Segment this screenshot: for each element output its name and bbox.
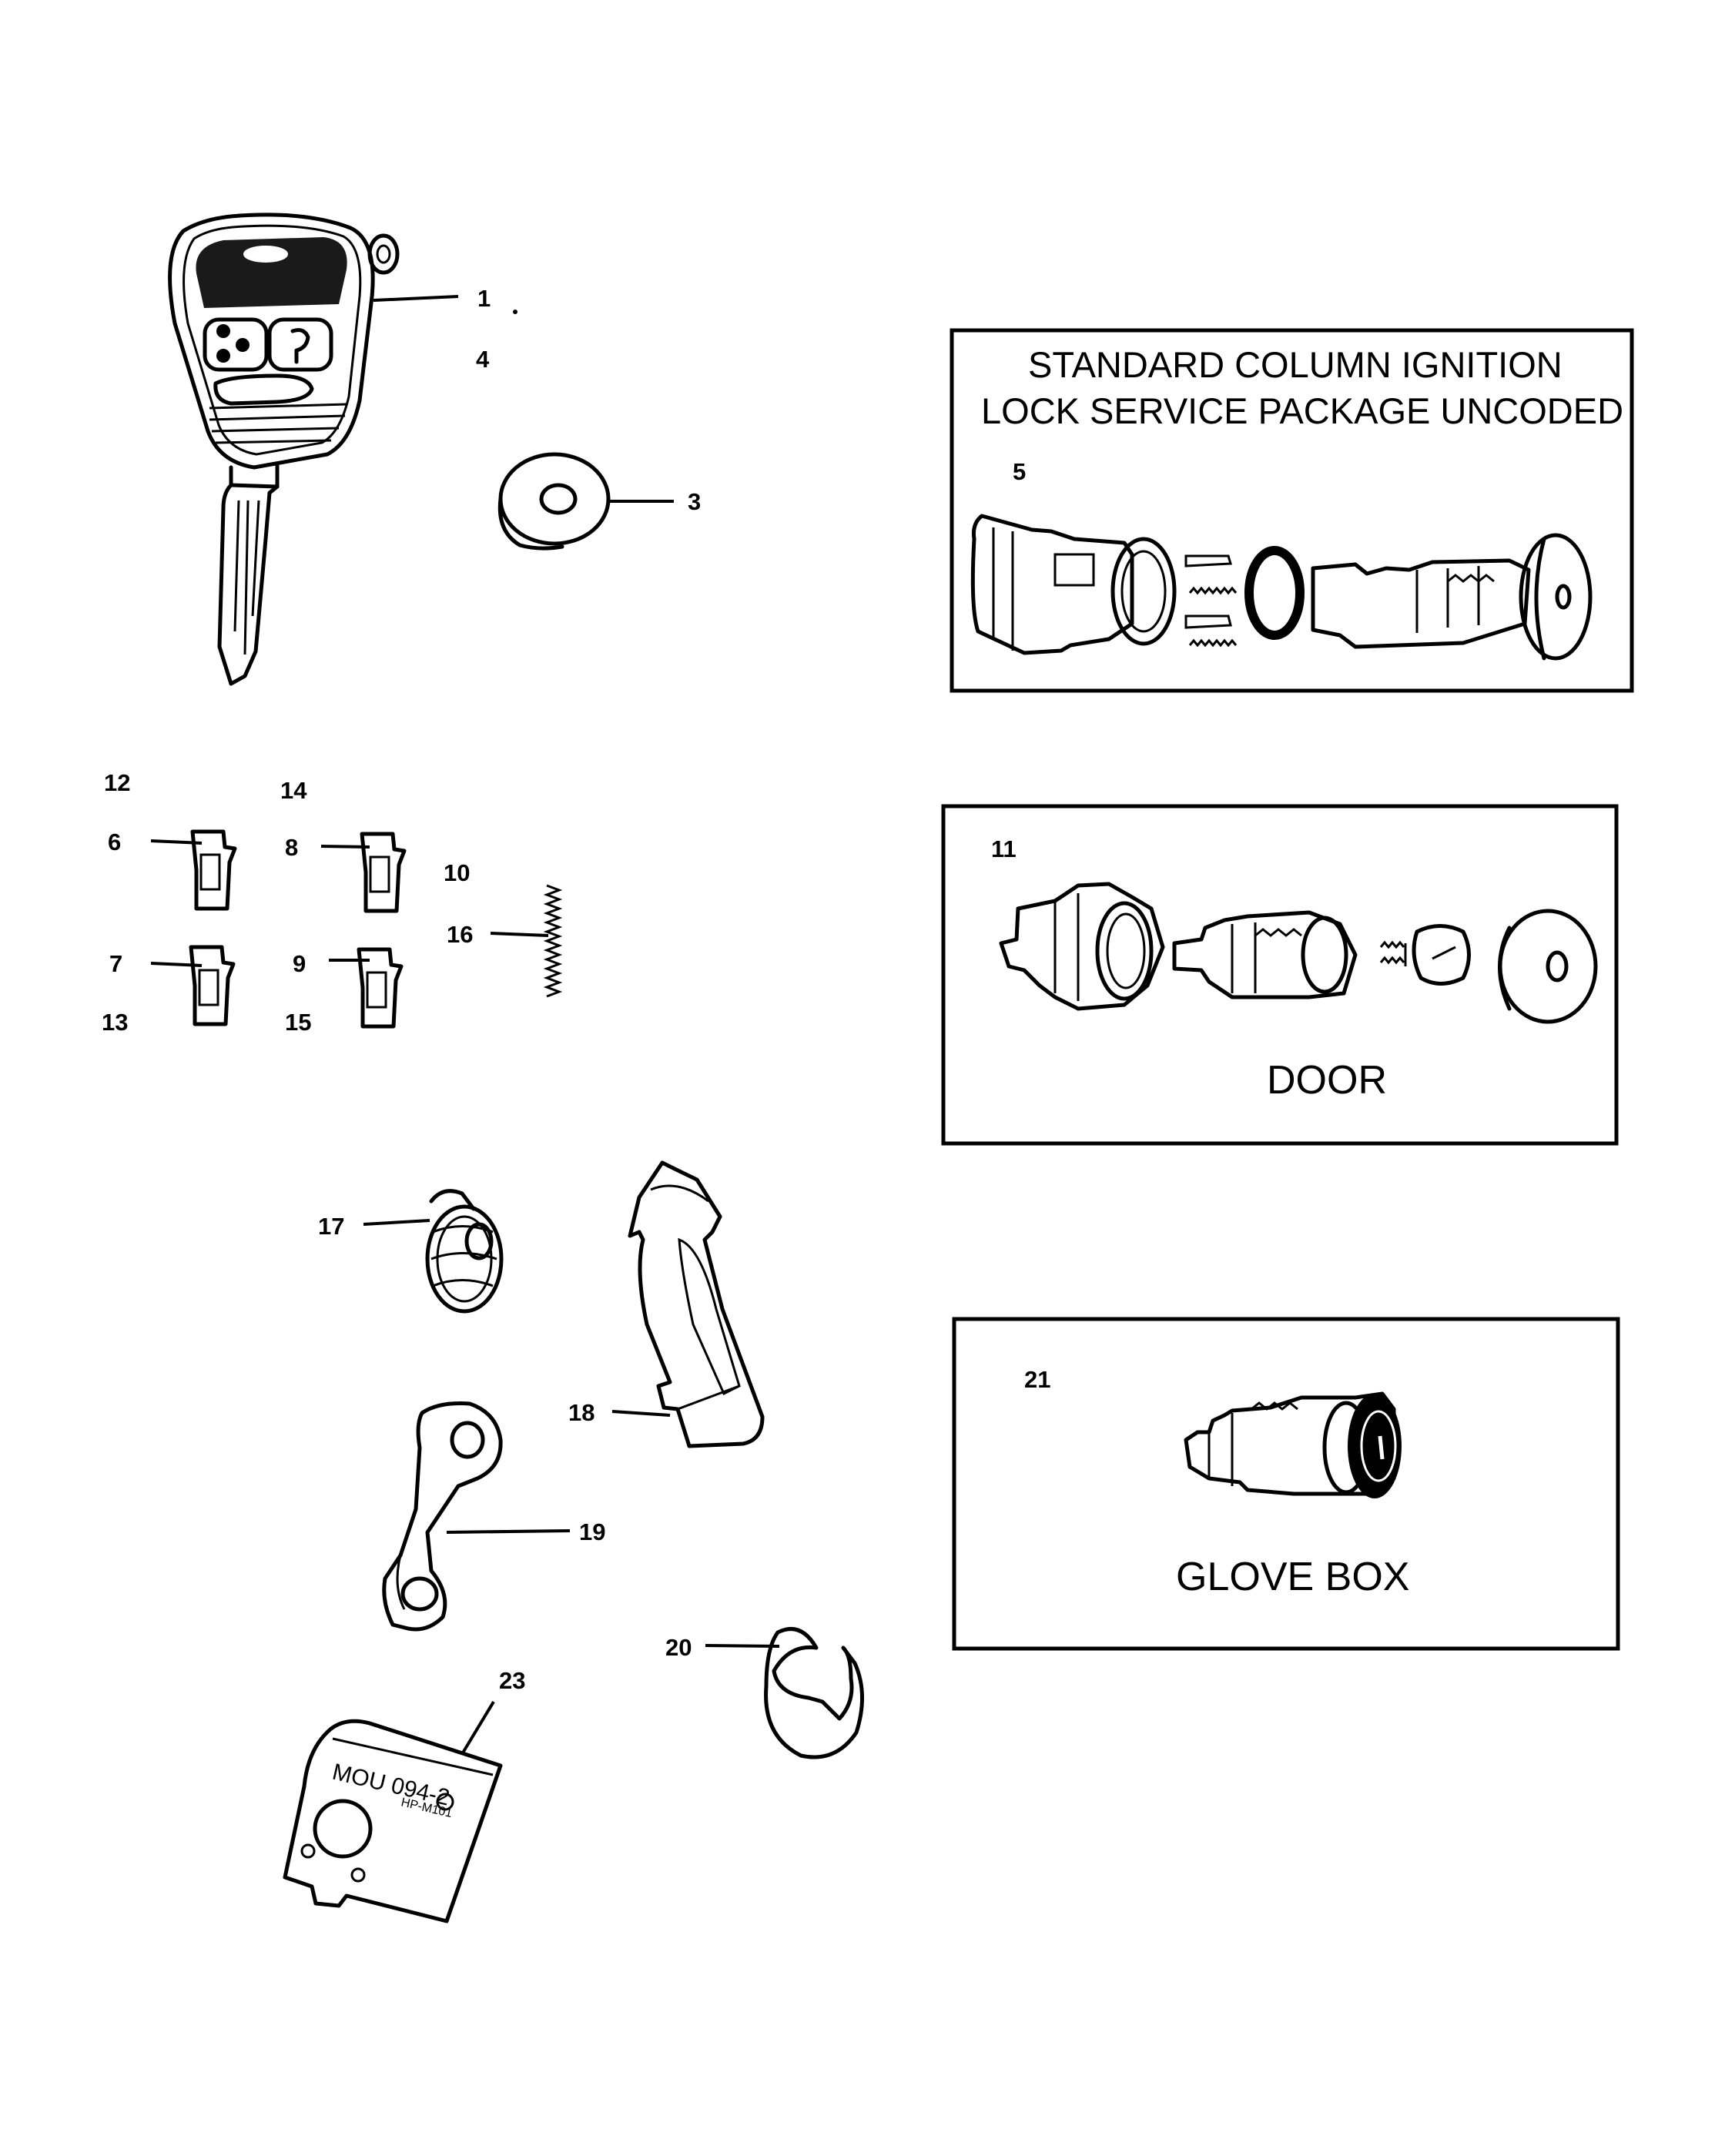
torsion-spring-drawing (425, 1189, 504, 1314)
callout-13: 13 (102, 1009, 128, 1036)
door-lock-cylinder-drawing (999, 882, 1598, 1024)
e-clip-drawing (764, 1627, 864, 1759)
callout-1: 1 (477, 285, 491, 312)
washer-drawing (497, 452, 611, 551)
callout-5: 5 (1013, 458, 1026, 485)
callout-7: 7 (109, 950, 122, 977)
callout-9: 9 (293, 950, 306, 977)
callout-19: 19 (579, 1518, 605, 1545)
glove-box-lock-cylinder-drawing (1184, 1391, 1402, 1498)
bell-crank-drawing (382, 1401, 503, 1632)
callout-6: 6 (108, 829, 121, 855)
key-fob-drawing (168, 213, 400, 686)
callout-3: 3 (688, 488, 701, 515)
callout-14: 14 (280, 777, 307, 804)
callout-10: 10 (444, 859, 470, 886)
callout-20: 20 (665, 1634, 692, 1661)
tumbler-9-drawing (357, 947, 404, 1029)
spring-16-drawing (543, 884, 563, 998)
tumbler-6-drawing (190, 829, 237, 911)
callout-21: 21 (1024, 1366, 1050, 1393)
callout-15: 15 (285, 1009, 311, 1036)
lever-18-drawing (628, 1160, 765, 1448)
glove-box-lock-box (952, 1317, 1620, 1651)
callout-11: 11 (991, 835, 1017, 862)
tumbler-8-drawing (360, 832, 407, 913)
callout-23: 23 (499, 1667, 525, 1694)
callout-17: 17 (318, 1213, 344, 1240)
callout-18: 18 (568, 1399, 595, 1426)
callout-8: 8 (285, 834, 298, 861)
ignition-package-box (950, 328, 1634, 693)
ignition-cylinder-drawing (970, 514, 1593, 661)
plate-23-drawing: MOU 094-2 HP-M101 (283, 1719, 503, 1923)
callout-4: 4 (476, 346, 490, 373)
glove-box-label: GLOVE BOX (1176, 1555, 1409, 1599)
callout-16: 16 (447, 921, 473, 948)
callout-12: 12 (104, 769, 130, 796)
door-lock-box (941, 804, 1619, 1146)
ignition-box-title-line1: STANDARD COLUMN IGNITION (1028, 344, 1563, 385)
ignition-box-title-line2: LOCK SERVICE PACKAGE UNCODED (981, 390, 1623, 431)
door-box-label: DOOR (1267, 1058, 1387, 1103)
tumbler-7-drawing (189, 945, 236, 1026)
